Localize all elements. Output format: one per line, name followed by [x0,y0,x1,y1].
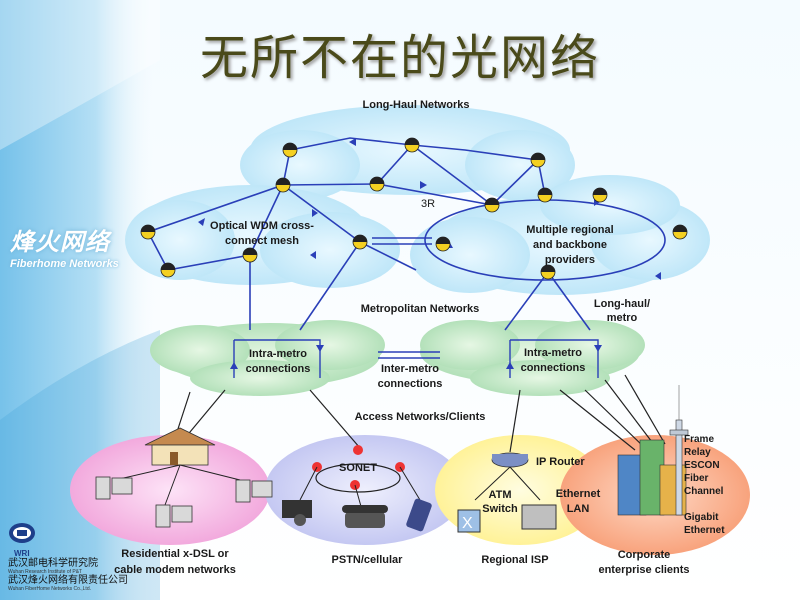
label-ethernet-2: LAN [567,503,590,515]
label-service-fiber: Fiber [684,473,709,484]
label-3r: 3R [421,198,435,210]
label-optical-wdm-1: Optical WDM cross- [210,220,314,232]
label-long-haul-metro-1: Long-haul/ [594,298,650,310]
label-inter-metro-2: connections [378,378,443,390]
institution-block: WRI 武汉邮电科学研究院 Wuhan Research Institute o… [8,522,128,592]
brand-name-en: Fiberhome Networks [10,258,119,270]
residential-house-icon [114,427,241,506]
label-atm-2: Switch [482,503,518,515]
atm-switch-icon: X [457,509,481,533]
slide-title: 无所不在的光网络 [199,30,600,86]
label-access: Access Networks/Clients [355,411,486,423]
telephone-icon [342,505,388,528]
label-ip-router: IP Router [536,456,585,468]
cloud-residential [70,435,270,545]
label-ethernet-1: Ethernet [556,488,601,500]
wri-logo-icon [9,523,35,543]
computer-icon [95,476,273,528]
mobile-phone-icon [406,498,432,532]
camera-icon [282,500,312,526]
network-nodes [140,137,688,280]
label-pstn: PSTN/cellular [332,554,404,566]
svg-text:X: X [462,515,473,532]
label-atm-1: ATM [488,489,511,501]
label-gigabit-1: Gigabit [684,512,719,523]
label-inter-metro-1: Inter-metro [381,363,439,375]
label-intra-metro-right-2: connections [521,362,586,374]
label-metropolitan: Metropolitan Networks [361,303,480,315]
label-service-channel: Channel [684,486,724,497]
corporate-buildings-icon [617,385,689,516]
label-multiple-regional-2: and backbone [533,239,607,251]
label-long-haul-metro-2: metro [607,312,638,324]
institution-line1-en: Wuhan Research Institute of P&T [8,569,83,575]
label-intra-metro-left-2: connections [246,363,311,375]
router-icon [491,452,529,468]
metro-arrows [230,345,602,369]
label-service-relay: Relay [684,447,711,458]
institution-line2-en: Wuhan FiberHome Networks Co.,Ltd. [8,586,91,592]
isp-device-lines [474,466,541,501]
brand-name-cn: 烽火网络 [10,228,110,256]
institution-line2: 武汉烽火网络有限责任公司 [8,575,128,586]
label-intra-metro-left-1: Intra-metro [249,348,307,360]
label-gigabit-2: Ethernet [684,525,725,536]
metro-links [233,339,599,378]
institution-line1: 武汉邮电科学研究院 [8,558,98,569]
label-regional-isp: Regional ISP [481,554,548,566]
label-long-haul: Long-Haul Networks [363,99,470,111]
long-haul-double-link [372,237,432,245]
label-residential-2: cable modem networks [114,564,236,576]
institution-abbr: WRI [14,549,30,558]
label-multiple-regional-3: providers [545,254,595,266]
long-haul-clouds [125,105,710,295]
label-residential-1: Residential x-DSL or [121,548,229,560]
label-corporate-1: Corporate [618,549,671,561]
label-optical-wdm-2: connect mesh [225,235,299,247]
access-links [174,374,666,453]
label-multiple-regional-1: Multiple regional [526,224,613,236]
label-service-escon: ESCON [684,460,720,471]
brand-watermark: 烽火网络 Fiberhome Networks [10,222,119,270]
label-intra-metro-right-1: Intra-metro [524,347,582,359]
metro-clouds [150,320,645,396]
label-sonet: SONET [339,462,377,474]
label-corporate-2: enterprise clients [598,564,689,576]
label-service-frame: Frame [684,434,714,445]
ethernet-switch-icon [521,504,557,530]
